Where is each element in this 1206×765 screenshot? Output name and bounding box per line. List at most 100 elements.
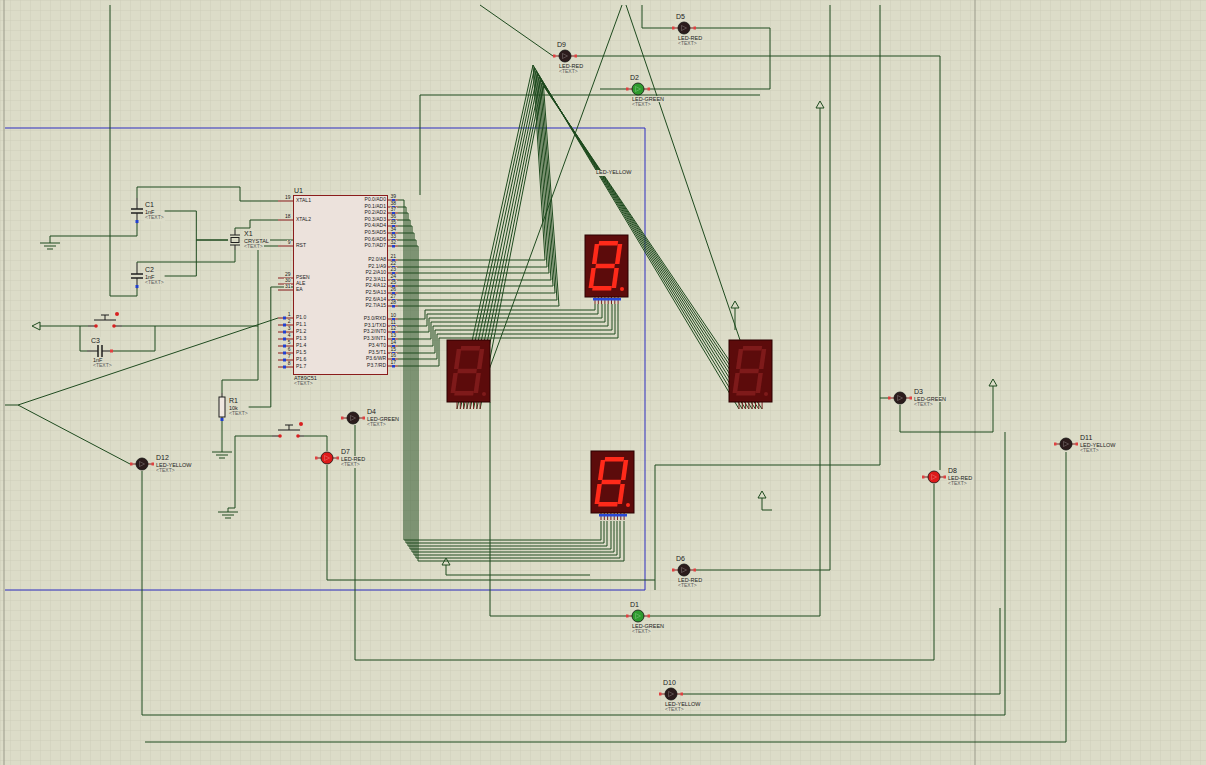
- capacitor: C21nF<TEXT>: [131, 263, 165, 289]
- led-symbol: [315, 451, 339, 465]
- part-reference: D9: [556, 41, 567, 49]
- pin-name: P3.3/INT1: [363, 336, 386, 341]
- pin-name: PSEN: [296, 275, 310, 280]
- text-placeholder: <TEXT>: [1079, 448, 1100, 454]
- label-column: D3LED-GREEN<TEXT>: [913, 388, 947, 408]
- capacitor-symbol: [131, 263, 143, 289]
- pin-name: P1.7: [296, 364, 306, 369]
- pin-name: XTAL1: [296, 198, 311, 203]
- pin-end: [626, 88, 629, 91]
- pin-name: P2.0/A8: [368, 257, 386, 262]
- wire: [228, 436, 272, 512]
- chip-pin: [278, 201, 293, 367]
- wire: [420, 95, 421, 195]
- ground-symbol: [212, 452, 232, 458]
- wire: [480, 5, 553, 56]
- button-contact: [278, 434, 282, 438]
- capacitor-lead: [137, 213, 138, 224]
- wire: [900, 386, 993, 432]
- ground-symbol: [218, 512, 238, 518]
- label-column: R110k<TEXT>: [228, 397, 249, 417]
- button-contact: [94, 312, 303, 438]
- text-placeholder: <TEXT>: [664, 707, 685, 713]
- pin-number: 1: [287, 312, 291, 317]
- capacitor-symbol: [131, 198, 143, 224]
- terminal-symbol: [758, 491, 766, 498]
- terminal-symbol: [731, 301, 739, 308]
- text-placeholder: <TEXT>: [913, 402, 934, 408]
- pin-end: [553, 55, 556, 58]
- crystal-body: [231, 238, 239, 243]
- wire: [650, 28, 770, 89]
- wire: [165, 240, 228, 276]
- wire: [165, 211, 228, 240]
- pin-end: [337, 457, 340, 460]
- pin-end: [1076, 443, 1079, 446]
- wire: [5, 5, 1066, 742]
- pin-number: 14: [390, 340, 397, 345]
- pin-name: P3.1/TXD: [364, 323, 386, 328]
- part-reference: C2: [144, 266, 155, 274]
- led-body: [632, 83, 644, 95]
- pin-end: [694, 27, 697, 30]
- pin-name: P2.5/A13: [365, 290, 386, 295]
- pin-end: [694, 569, 697, 572]
- pin-name: P1.0: [296, 315, 306, 320]
- led-symbol: [553, 49, 577, 63]
- pin-end: [648, 615, 651, 618]
- capacitor-plate: [131, 208, 143, 210]
- led: D6LED-RED<TEXT>: [672, 555, 703, 589]
- pin-name: P2.7/A15: [365, 303, 386, 308]
- capacitor-lead: [137, 198, 138, 209]
- text-placeholder: <TEXT>: [155, 468, 176, 474]
- part-reference: C1: [144, 201, 155, 209]
- pin-name: P2.2/A10: [365, 270, 386, 275]
- pin-name: XTAL2: [296, 217, 311, 222]
- pin-number: 30: [284, 278, 291, 283]
- pin-end: [922, 476, 925, 479]
- button-contact: [115, 312, 119, 316]
- pin-number: 22: [390, 261, 397, 266]
- led: D5LED-RED<TEXT>: [672, 13, 703, 47]
- wire: [142, 432, 1005, 715]
- pin-end: [1054, 443, 1057, 446]
- pin-end: [681, 693, 684, 696]
- text-placeholder: <TEXT>: [947, 481, 968, 487]
- led-body: [678, 22, 690, 34]
- label-column: C21nF<TEXT>: [144, 266, 165, 286]
- seven-segment-display: [591, 451, 634, 520]
- pin-number: 7: [287, 354, 291, 359]
- capacitor: C31nF<TEXT>: [87, 337, 113, 369]
- pin-name: P3.7/RD: [367, 363, 386, 368]
- pin-number: 18: [284, 214, 291, 219]
- wire: [222, 421, 223, 452]
- label-column: D7LED-RED<TEXT>: [340, 448, 366, 468]
- part-reference: D2: [629, 74, 640, 82]
- part-reference: R1: [228, 397, 239, 405]
- label-column: D12LED-YELLOW<TEXT>: [155, 454, 192, 474]
- part-reference: U1: [293, 187, 304, 195]
- pin-number: 23: [390, 267, 397, 272]
- part-value: LED-YELLOW: [595, 170, 632, 176]
- pin-name: P1.5: [296, 350, 306, 355]
- led: D7LED-RED<TEXT>: [315, 448, 366, 468]
- part-reference: D11: [1079, 434, 1093, 442]
- pin-number: 26: [390, 287, 397, 292]
- led-body: [928, 471, 940, 483]
- text-placeholder: <TEXT>: [631, 629, 652, 635]
- led-diode-mark: [682, 26, 687, 31]
- led-body: [1060, 438, 1072, 450]
- push-button: [88, 315, 304, 436]
- push-button: [88, 315, 122, 326]
- logic-state-marker: [283, 317, 286, 369]
- pin-name: P0.0/AD0: [365, 197, 386, 202]
- terminal-symbol: [32, 322, 40, 330]
- text-placeholder: <TEXT>: [293, 381, 314, 387]
- wire: [398, 65, 559, 306]
- led-diode-mark: [351, 416, 356, 421]
- seven-segment-display: [593, 298, 621, 301]
- wire: [235, 220, 278, 230]
- label-column: X1CRYSTAL<TEXT>: [243, 230, 270, 250]
- pin-number: 25: [390, 280, 397, 285]
